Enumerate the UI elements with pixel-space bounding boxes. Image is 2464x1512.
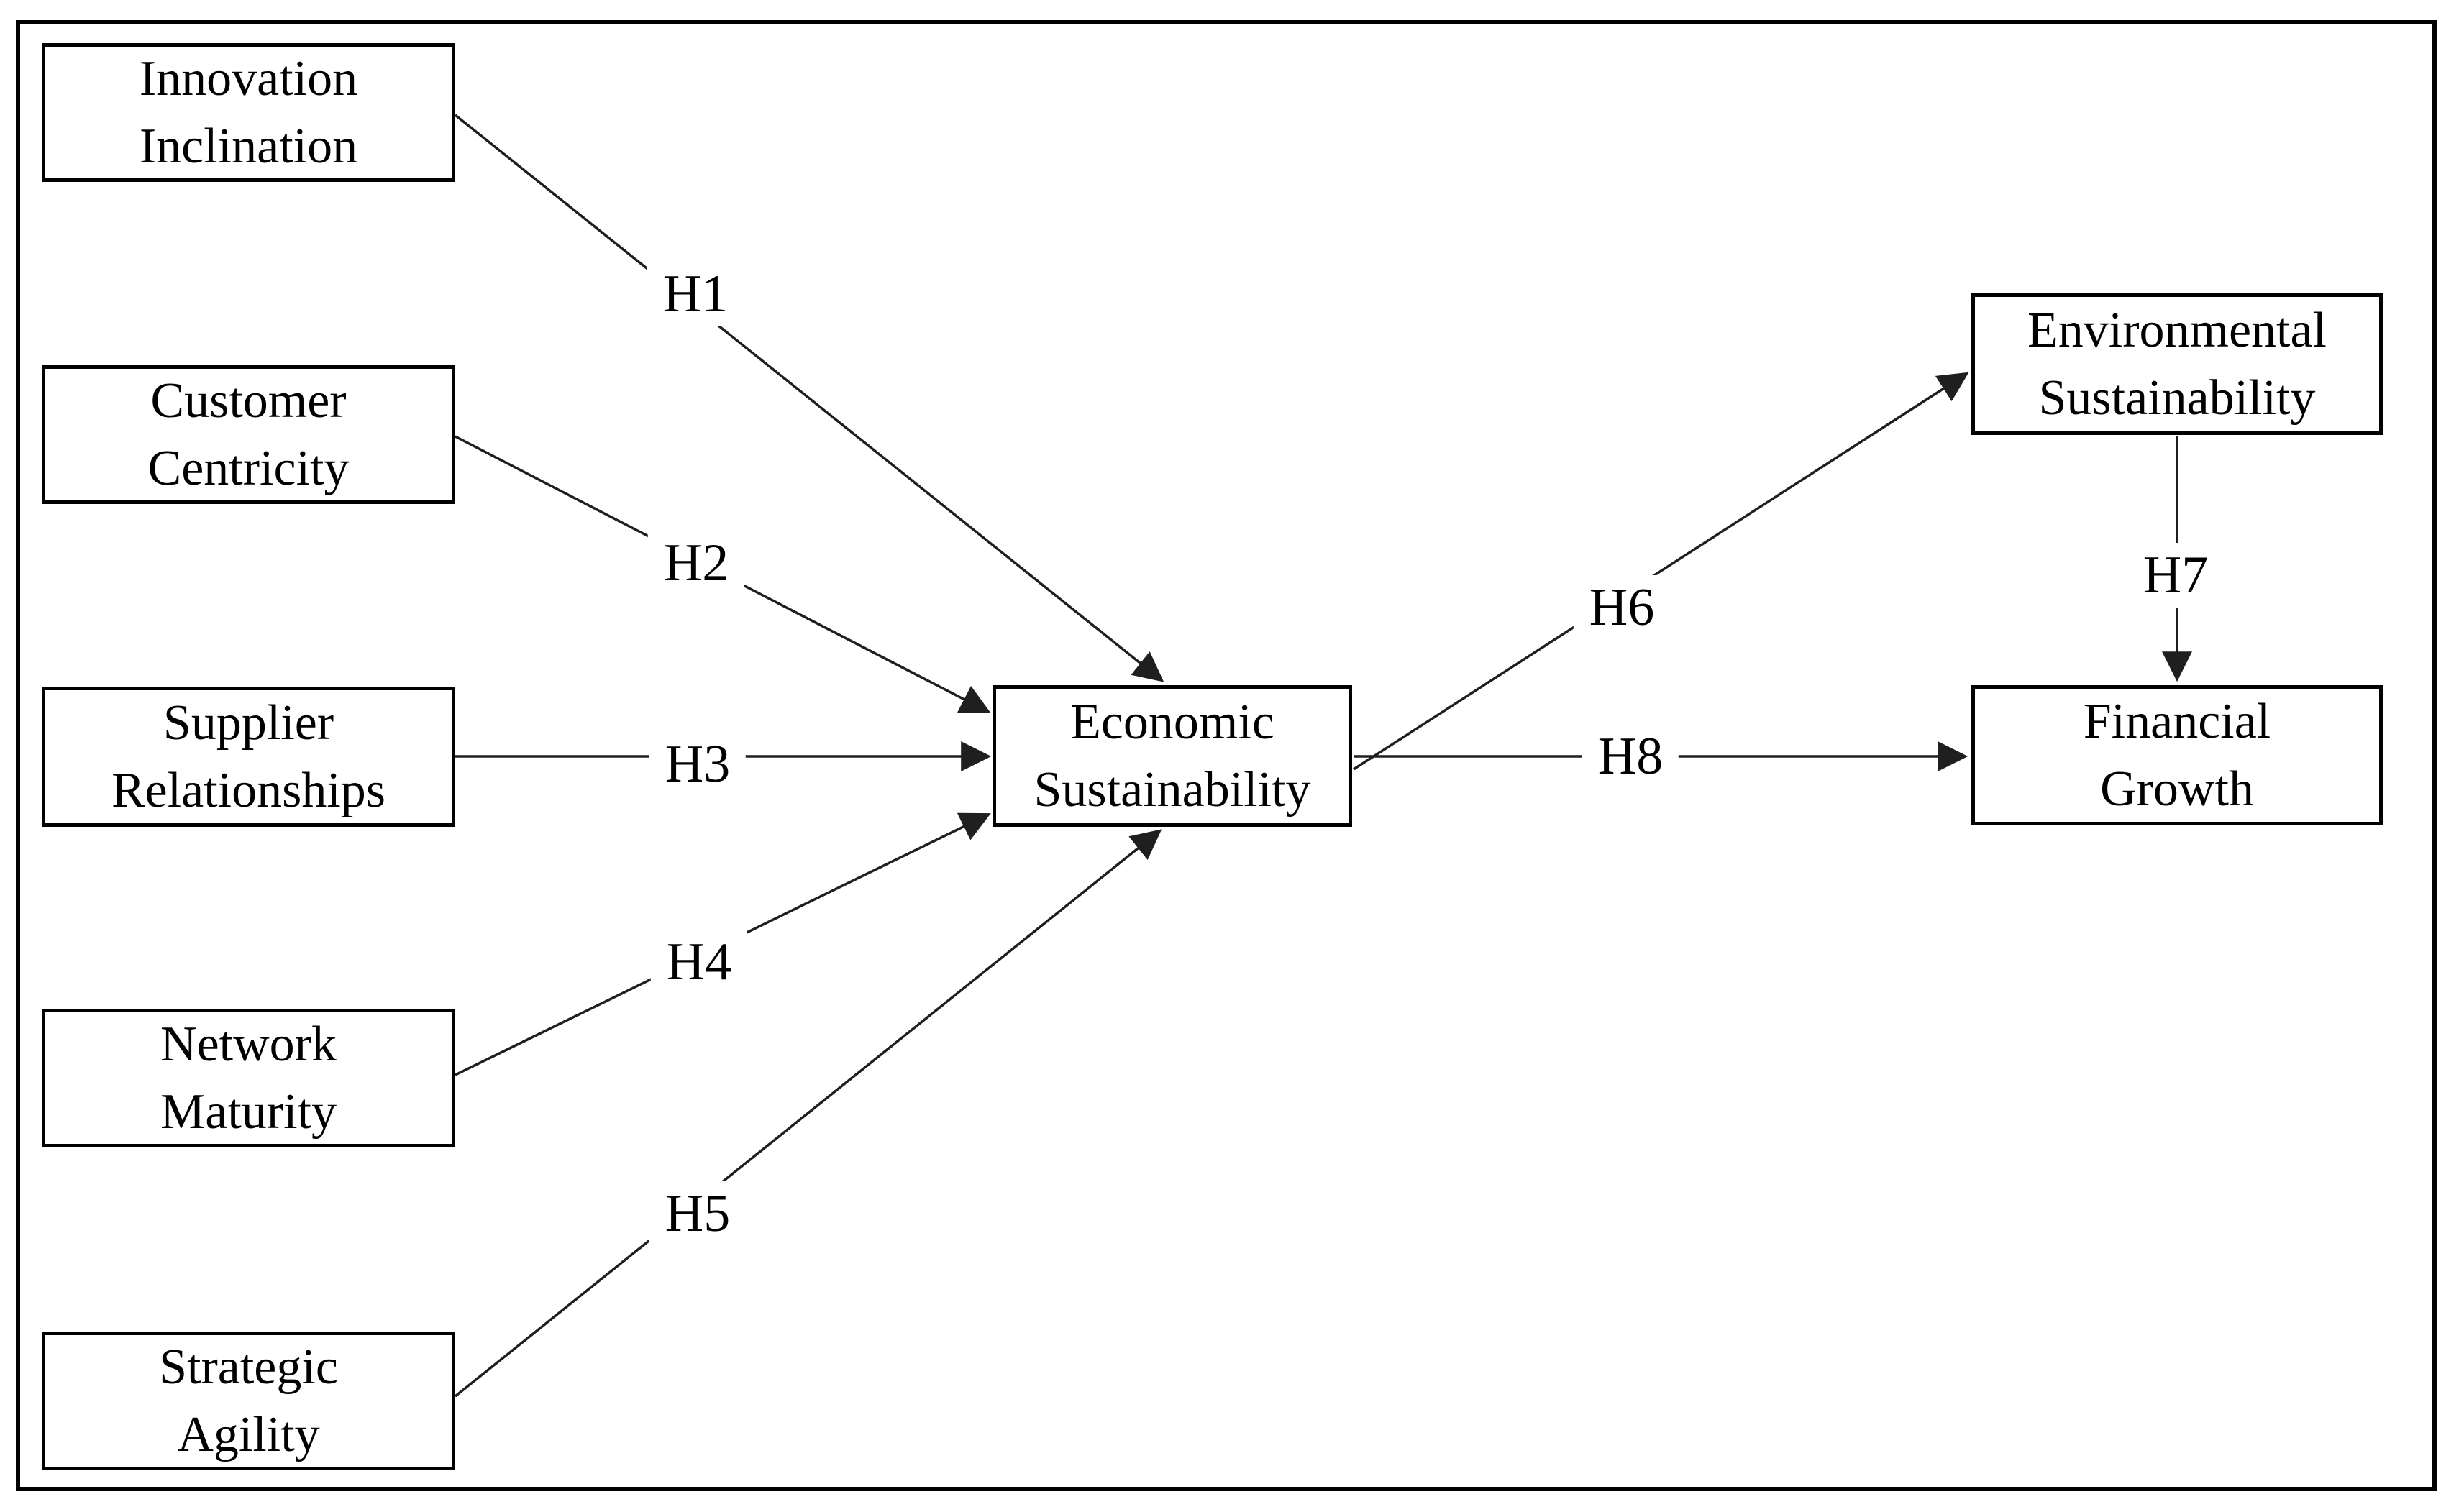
node-financial-growth: Financial Growth <box>1971 685 2383 825</box>
node-label-line: Inclination <box>139 118 358 174</box>
hypothesis-label-h5: H5 <box>649 1181 747 1246</box>
node-strategic-agility: Strategic Agility <box>42 1332 455 1470</box>
node-label-line: Network <box>160 1016 337 1072</box>
node-label-line: Sustainability <box>1033 761 1311 817</box>
node-label-line: Sustainability <box>2038 370 2316 426</box>
path-h5-strategic-to-economic <box>454 829 1162 1398</box>
path-h6-economic-to-environmental <box>1353 372 1969 771</box>
node-label-line: Customer <box>150 372 347 429</box>
node-label-line: Innovation <box>139 50 358 106</box>
node-label-line: Growth <box>2100 761 2254 817</box>
node-economic-sustainability: Economic Sustainability <box>993 685 1352 827</box>
node-network-maturity: Network Maturity <box>42 1009 455 1147</box>
diagram-border <box>16 20 2437 1491</box>
node-supplier-relationships: Supplier Relationships <box>42 687 455 827</box>
node-innovation-inclination: Innovation Inclination <box>42 43 455 182</box>
node-label-line: Relationships <box>111 762 386 818</box>
node-label-line: Supplier <box>163 695 334 751</box>
node-customer-centricity: Customer Centricity <box>42 365 455 504</box>
node-environmental-sustainability: Environmental Sustainability <box>1971 293 2383 435</box>
hypothesis-label-h6: H6 <box>1573 575 1671 640</box>
hypothesis-label-h3: H3 <box>649 732 747 797</box>
node-label-line: Strategic <box>159 1339 338 1395</box>
path-h1-innovation-to-economic <box>454 114 1164 682</box>
hypothesis-label-h2: H2 <box>647 531 745 595</box>
node-label-line: Centricity <box>147 440 350 496</box>
hypothesis-label-h7: H7 <box>2127 543 2225 608</box>
node-label-line: Environmental <box>2027 302 2327 358</box>
node-label-line: Economic <box>1070 694 1274 750</box>
hypothesis-label-h8: H8 <box>1582 724 1679 789</box>
node-label-line: Financial <box>2083 693 2271 749</box>
hypothesis-label-h1: H1 <box>647 262 744 326</box>
node-label-line: Agility <box>177 1406 320 1462</box>
hypothesis-label-h4: H4 <box>650 930 748 994</box>
node-label-line: Maturity <box>160 1083 337 1140</box>
